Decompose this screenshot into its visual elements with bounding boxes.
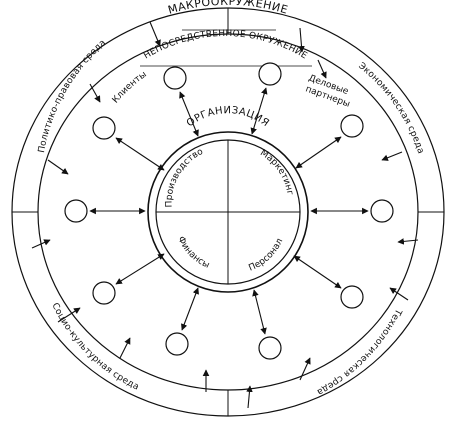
stakeholder-node-right: [370, 199, 394, 223]
stakeholder-node-left: [64, 199, 88, 223]
macro-arrow-12: [299, 357, 311, 381]
stakeholders: [64, 62, 394, 360]
stakeholder-node-right-upper: [340, 114, 364, 138]
macro-arrow-4: [89, 83, 101, 103]
macro-arrow-11: [119, 337, 131, 359]
finance-label: Финансы: [175, 235, 211, 271]
macro-arrow-9: [57, 307, 81, 323]
arrow-business-partners: [250, 87, 268, 135]
macro-arrow-3: [317, 59, 327, 79]
stakeholder-node-clients: [163, 66, 187, 90]
technological-environment-label: Технологическая среда: [315, 306, 404, 397]
organization-outer-ring: [147, 131, 309, 293]
arrow-bottom-left: [181, 287, 199, 331]
arrow-right-lower: [293, 255, 342, 289]
macro-arrow-2: [298, 27, 305, 53]
arrow-bottom-right: [252, 289, 267, 335]
arrow-right-upper: [295, 136, 342, 169]
stakeholder-node-right-lower: [340, 285, 364, 309]
diagram-structure: [11, 7, 445, 417]
stakeholder-node-left-lower: [92, 281, 116, 305]
personnel-label: Персонал: [247, 237, 285, 274]
clients-label: Клиенты: [111, 70, 149, 106]
arrow-left-upper: [115, 137, 165, 171]
interaction-arrows: [89, 87, 369, 335]
macro-arrow-7: [31, 239, 51, 249]
arrow-left-lower: [115, 253, 165, 285]
stakeholder-node-bottom-right: [258, 336, 282, 360]
macro-arrow-8: [397, 238, 419, 245]
macro-arrow-14: [246, 385, 253, 409]
micro-environment-title: НЕПОСРЕДСТВЕННОЕ ОКРУЖЕНИЕ: [142, 29, 309, 62]
macro-influence-arrows: [31, 21, 419, 409]
marketing-label: Маркетинг: [258, 148, 295, 196]
economic-environment-label: Экономическая среда: [356, 61, 425, 155]
macro-arrow-5: [381, 151, 403, 161]
macro-arrow-10: [389, 287, 409, 301]
macro-arrow-1: [149, 21, 161, 47]
arrow-clients: [179, 91, 199, 137]
macro-arrow-6: [47, 159, 69, 175]
organization-title: ОРГАНИЗАЦИЯ: [185, 105, 271, 129]
socio-cultural-environment-label: Социо-культурная среда: [49, 302, 140, 393]
stakeholder-node-bottom-left: [165, 332, 189, 356]
stakeholder-node-business-partners: [258, 62, 282, 86]
stakeholder-node-left-upper: [92, 116, 116, 140]
